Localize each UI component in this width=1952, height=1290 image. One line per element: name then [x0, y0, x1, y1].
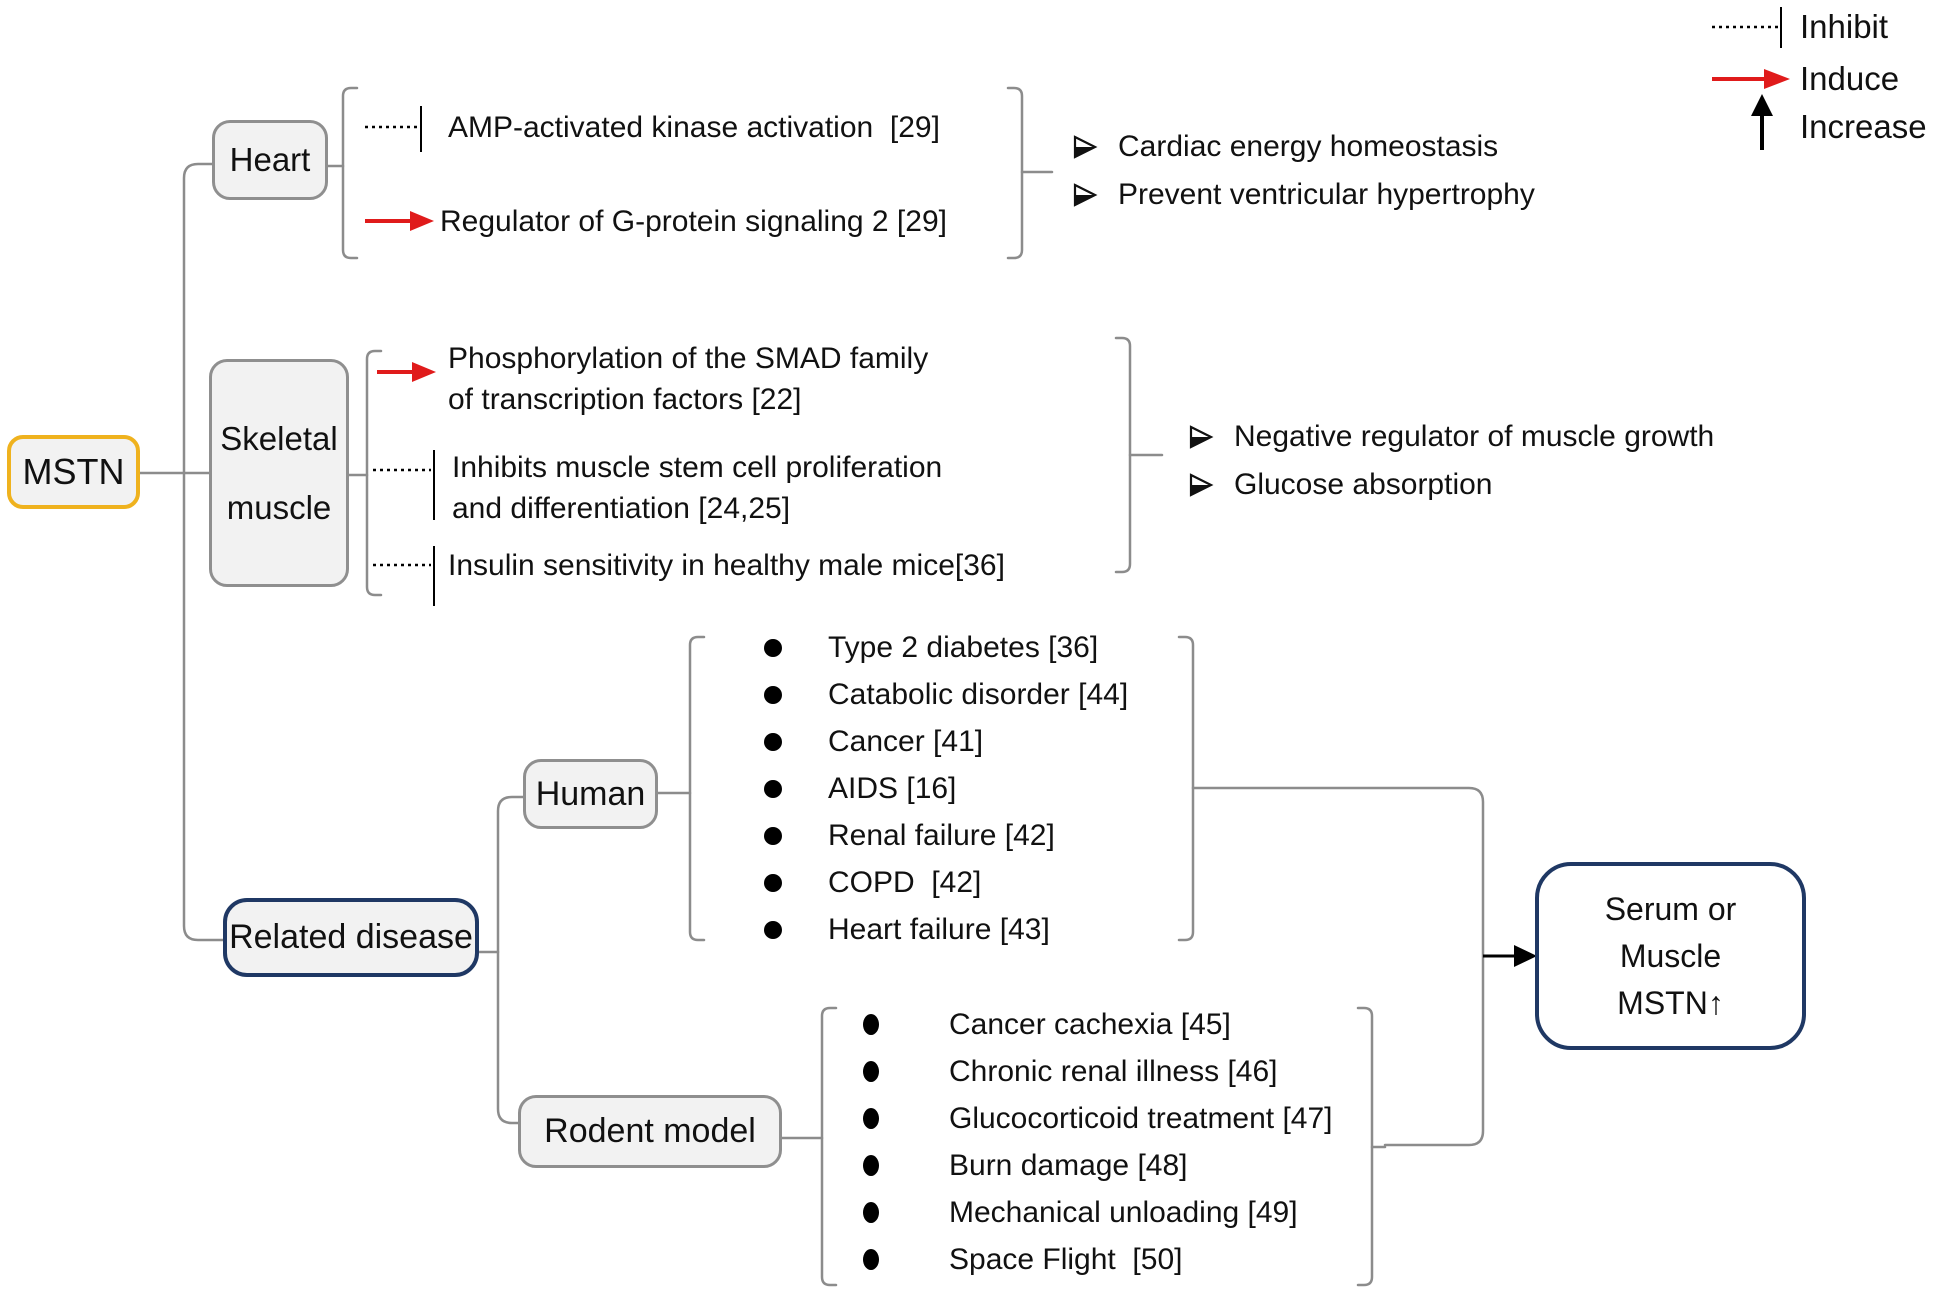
list-item-label: Heart failure [43]	[828, 912, 1050, 946]
skeletal-effect-insulin: Insulin sensitivity in healthy male mice…	[448, 549, 1005, 582]
human-list-item: Renal failure [42]	[764, 812, 1055, 859]
legend-inhibit-icon	[1712, 7, 1782, 48]
rodent-list-item: Space Flight [50]	[863, 1236, 1182, 1283]
bullet-icon	[863, 1155, 879, 1176]
human-list-item: Type 2 diabetes [36]	[764, 624, 1098, 671]
skeletal-muscle-node: Skeletal muscle	[209, 359, 349, 587]
legend-induce-icon	[1712, 69, 1790, 89]
inhibit-icon-heart	[365, 106, 422, 152]
rodent-list-item: Mechanical unloading [49]	[863, 1189, 1298, 1236]
list-item-label: Glucocorticoid treatment [47]	[949, 1101, 1333, 1135]
list-item-label: Mechanical unloading [49]	[949, 1195, 1298, 1229]
bullet-icon	[764, 732, 782, 751]
trunk-line	[138, 162, 225, 942]
arrowhead-bullet-icon	[1189, 425, 1214, 449]
bullet-icon	[863, 1108, 879, 1129]
bullet-icon	[863, 1014, 879, 1035]
heart-effect-rgs2: Regulator of G-protein signaling 2 [29]	[440, 205, 947, 238]
human-list-item: Catabolic disorder [44]	[764, 671, 1128, 718]
rodent-model-node: Rodent model	[518, 1095, 782, 1168]
heart-outcome-energy: Cardiac energy homeostasis	[1072, 123, 1498, 171]
human-brackets	[656, 635, 1485, 1147]
list-item-label: Burn damage [48]	[949, 1148, 1188, 1182]
related-disease-node: Related disease	[223, 898, 479, 977]
human-list-item: COPD [42]	[764, 859, 981, 906]
human-node: Human	[523, 759, 658, 829]
skeletal-brackets	[347, 336, 1164, 597]
skeletal-outcome-glucose: Glucose absorption	[1188, 461, 1493, 509]
arrowhead-bullet-icon	[1189, 473, 1214, 497]
legend-increase-icon	[1751, 94, 1773, 150]
result-arrow	[1483, 945, 1537, 967]
list-item-label: AIDS [16]	[828, 771, 957, 805]
bullet-icon	[764, 779, 782, 798]
related-disease-split-line	[477, 795, 525, 1125]
legend-label-induce: Induce	[1800, 60, 1900, 97]
bullet-icon	[863, 1202, 879, 1223]
induce-icon-heart	[365, 211, 434, 231]
list-item-label: Renal failure [42]	[828, 818, 1055, 852]
skeletal-effect-stem-cell: Inhibits muscle stem cell proliferation …	[452, 451, 943, 525]
rodent-list-item: Glucocorticoid treatment [47]	[863, 1095, 1333, 1142]
rodent-list-item: Chronic renal illness [46]	[863, 1048, 1278, 1095]
rodent-brackets	[780, 1006, 1387, 1287]
legend-label-increase: Increase	[1800, 108, 1927, 145]
skeletal-outcome-growth: Negative regulator of muscle growth	[1188, 413, 1714, 461]
bullet-icon	[764, 685, 782, 704]
human-list-item: Cancer [41]	[764, 718, 983, 765]
induce-icons	[365, 69, 1790, 382]
rodent-list-item: Burn damage [48]	[863, 1142, 1188, 1189]
heart-outcome-hypertrophy: Prevent ventricular hypertrophy	[1072, 171, 1535, 219]
rodent-list-item: Cancer cachexia [45]	[863, 1001, 1231, 1048]
list-item-label: Cancer cachexia [45]	[949, 1007, 1231, 1041]
skeletal-effect-smad: Phosphorylation of the SMAD family of tr…	[448, 342, 929, 416]
bullet-icon	[764, 826, 782, 845]
serum-muscle-mstn-node: Serum or Muscle MSTN↑	[1535, 862, 1806, 1050]
outcome-label: Cardiac energy homeostasis	[1118, 130, 1499, 163]
heart-effect-amp-kinase: AMP-activated kinase activation [29]	[448, 111, 940, 144]
human-list-item: Heart failure [43]	[764, 906, 1050, 953]
list-item-label: Type 2 diabetes [36]	[828, 630, 1099, 664]
arrowhead-bullet-icon	[1073, 135, 1098, 159]
list-item-label: Space Flight [50]	[949, 1242, 1183, 1276]
inhibit-icon-skeletal-insulin	[373, 546, 435, 606]
list-item-label: Catabolic disorder [44]	[828, 677, 1129, 711]
arrowhead-bullet-icon	[1073, 183, 1098, 207]
bullet-icon	[863, 1061, 879, 1082]
bullet-icon	[764, 920, 782, 939]
list-item-label: Cancer [41]	[828, 724, 984, 758]
human-list-item: AIDS [16]	[764, 765, 956, 812]
outcome-label: Prevent ventricular hypertrophy	[1118, 178, 1535, 211]
bullet-icon	[764, 873, 782, 892]
bullet-icon	[863, 1249, 879, 1270]
inhibit-icon-skeletal-stem	[373, 450, 435, 520]
induce-icon-skeletal	[377, 362, 436, 382]
heart-node: Heart	[212, 120, 328, 200]
mstn-node: MSTN	[7, 435, 140, 509]
inhibit-icons	[365, 7, 1782, 606]
list-item-label: COPD [42]	[828, 865, 982, 899]
outcome-label: Negative regulator of muscle growth	[1234, 420, 1715, 453]
legend-label-inhibit: Inhibit	[1800, 8, 1889, 45]
list-item-label: Chronic renal illness [46]	[949, 1054, 1278, 1088]
outcome-label: Glucose absorption	[1234, 468, 1493, 501]
bullet-icon	[764, 638, 782, 657]
heart-brackets	[326, 86, 1054, 260]
